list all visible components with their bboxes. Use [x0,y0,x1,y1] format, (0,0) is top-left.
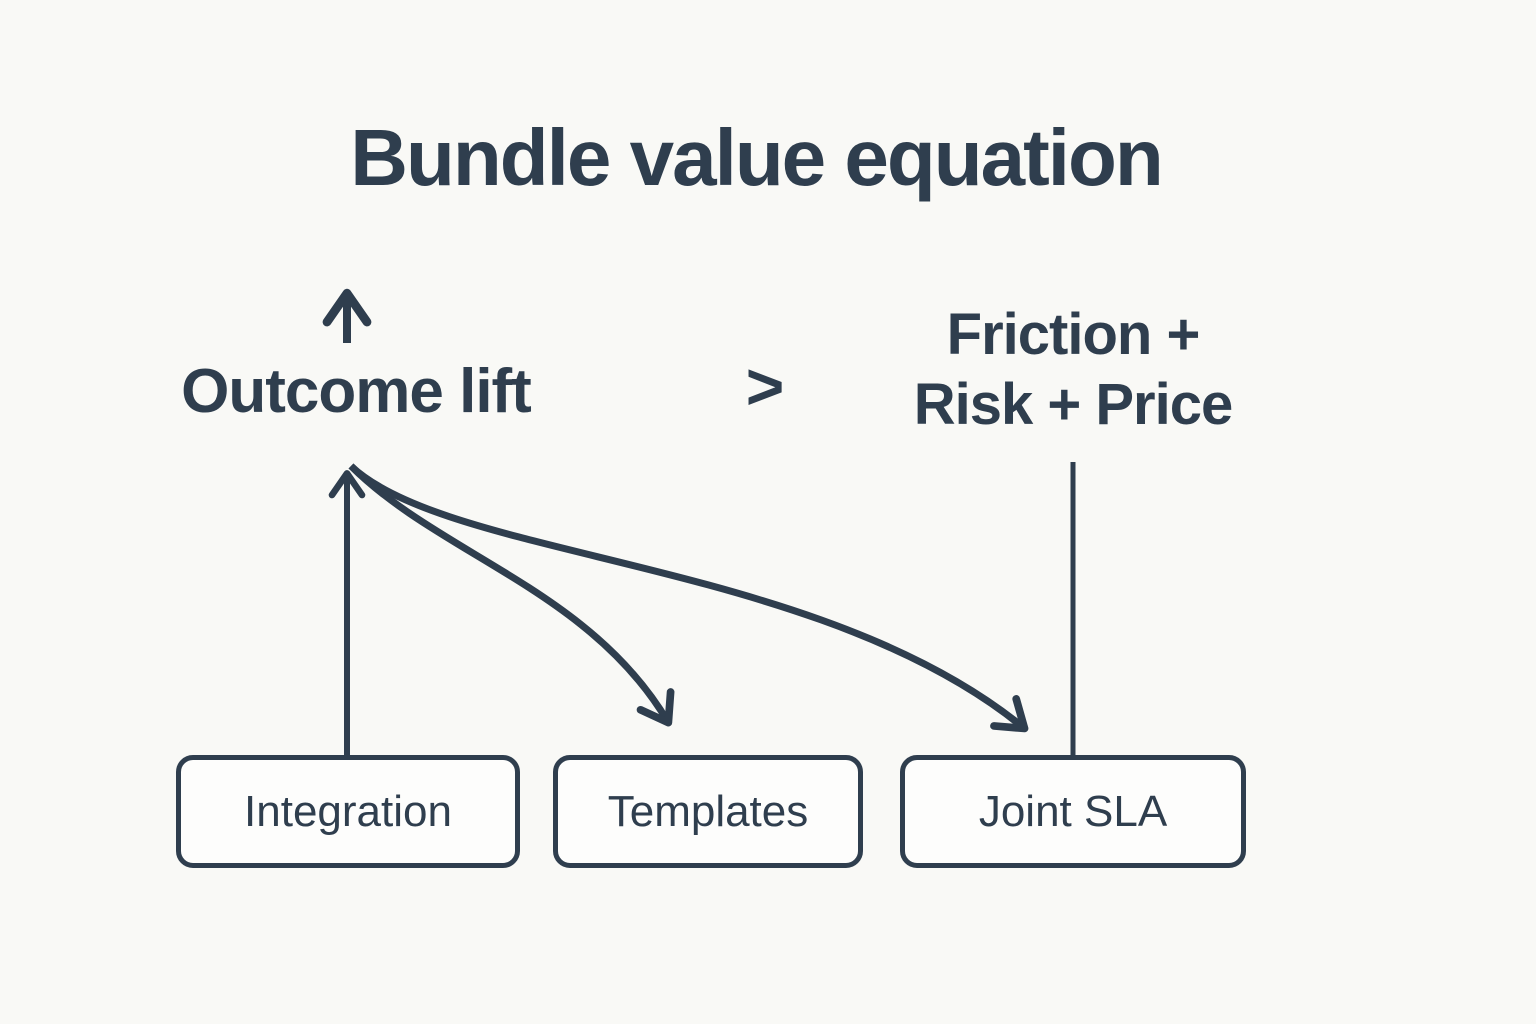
node-joint-sla: Joint SLA [900,755,1246,868]
diagram-title: Bundle value equation [350,113,1163,202]
risk-price-line: Risk + Price [913,372,1234,437]
node-integration: Integration [176,755,520,868]
arrow-outcome-to-joint-sla [348,463,1029,733]
node-templates: Templates [553,755,863,868]
arrow-outcome-to-templates [348,463,675,727]
friction-line: Friction + [946,302,1201,367]
friction-risk-price-label: Friction + Risk + Price [870,300,1276,440]
greater-than-sign: > [745,349,785,423]
node-joint-sla-label: Joint SLA [978,786,1168,836]
node-integration-label: Integration [244,786,452,836]
node-templates-label: Templates [607,786,809,836]
outcome-lift-label: Outcome lift [181,357,532,426]
